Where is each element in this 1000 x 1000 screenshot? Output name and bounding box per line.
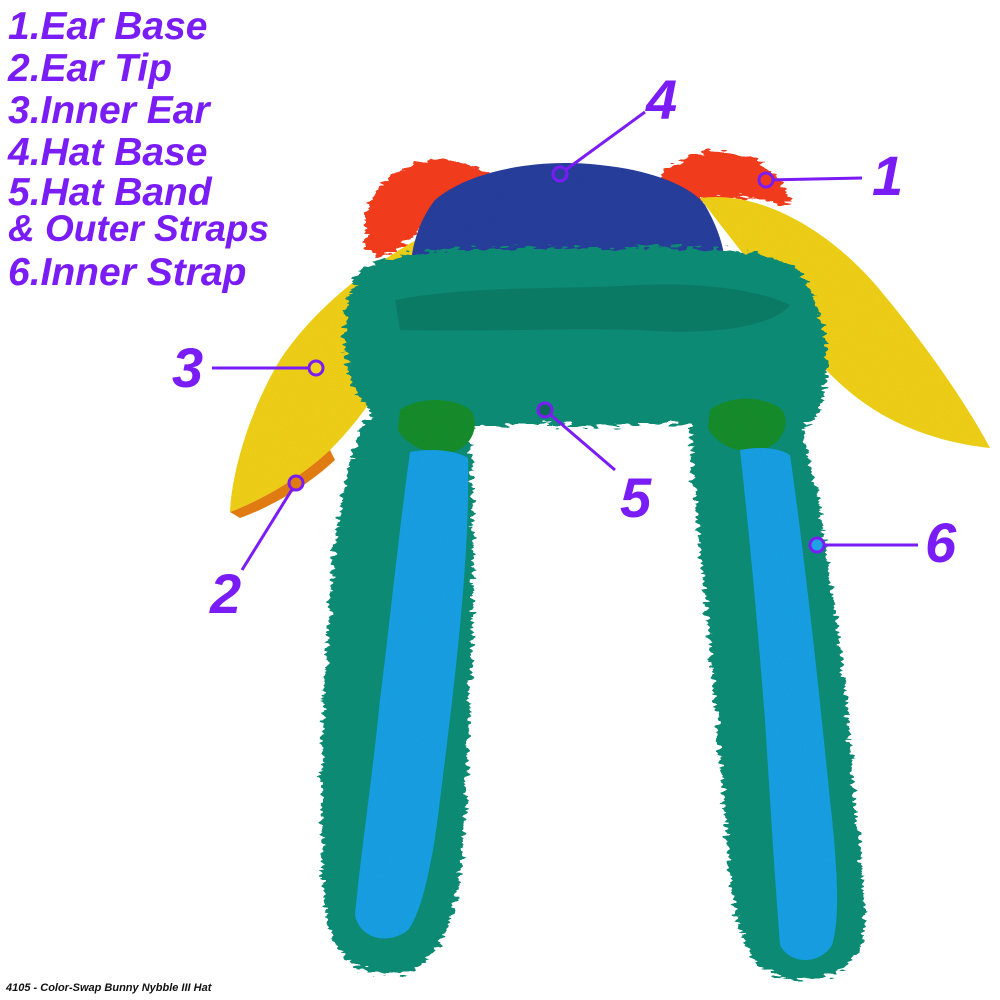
callout-dot-1	[757, 171, 775, 189]
callout-dots	[287, 165, 826, 554]
inner-strap-left	[355, 450, 469, 939]
legend-item-ear-base: 1.Ear Base	[8, 5, 208, 48]
legend-item-ear-tip: 2.Ear Tip	[8, 47, 173, 90]
legend-item-hat-band: 5.Hat Band	[8, 171, 212, 214]
callout-line-2	[240, 482, 298, 571]
callout-number-4: 4	[646, 68, 678, 131]
inner-strap-right	[740, 447, 838, 961]
legend-item-inner-ear: 3.Inner Ear	[8, 89, 210, 132]
callout-line-4	[559, 110, 646, 176]
strap-top-green-right	[708, 398, 786, 452]
legend-item-hat-base: 4.Hat Base	[8, 131, 208, 174]
callout-line-5	[544, 408, 616, 472]
callout-lines	[212, 110, 918, 571]
callout-dot-3	[307, 359, 325, 377]
strap-top-green-left	[398, 400, 475, 453]
legend-item-inner-strap: 6.Inner Strap	[8, 251, 247, 294]
callout-dot-5	[536, 401, 554, 419]
callout-dot-6	[808, 536, 826, 554]
legend-item-outer-straps: & Outer Straps	[8, 208, 270, 249]
callout-number-5: 5	[620, 466, 652, 529]
legend: 1.Ear Base 2.Ear Tip 3.Inner Ear 4.Hat B…	[8, 6, 269, 294]
image-caption: 4105 - Color-Swap Bunny Nybble III Hat	[6, 982, 212, 994]
callout-number-1: 1	[872, 144, 904, 207]
fur-shading	[395, 284, 790, 332]
callout-dot-4	[551, 165, 569, 183]
callout-dot-2	[287, 474, 305, 492]
callout-number-6: 6	[925, 511, 957, 574]
callout-line-1	[765, 176, 863, 182]
callout-number-2: 2	[210, 562, 242, 625]
ear-tip-left-edge	[230, 450, 335, 518]
callout-number-3: 3	[172, 336, 204, 399]
